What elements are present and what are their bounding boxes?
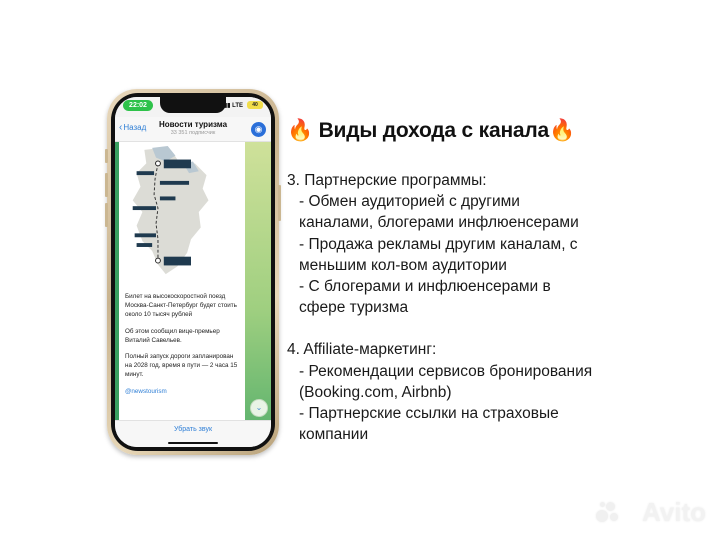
- channel-avatar[interactable]: ◉: [251, 122, 266, 137]
- status-time: 22:02: [123, 100, 153, 111]
- slide-title: 🔥 Виды дохода с канала🔥: [287, 119, 575, 142]
- chevron-down-icon: ⌄: [255, 403, 263, 412]
- mute-button[interactable]: Убрать звук: [173, 426, 213, 433]
- section-spacer: [287, 318, 592, 339]
- section-heading: 4. Affiliate-маркетинг:: [287, 341, 437, 359]
- avito-watermark: Avito: [641, 497, 706, 527]
- section-line: - Рекомендации сервисов бронирования: [299, 362, 593, 380]
- post-paragraph: Полный запуск дороги запланирован на 202…: [125, 353, 238, 379]
- section-line: сфере туризма: [299, 299, 409, 317]
- chevron-left-icon: ‹: [119, 122, 123, 133]
- section-line: (Booking.com, Airbnb): [299, 383, 452, 401]
- channel-title[interactable]: Новости туризма: [158, 120, 228, 129]
- phone-power-button: [278, 185, 281, 221]
- phone-mockup: 22:02 ▮▮▮ LTE 40 ‹Назад Новости туризма …: [105, 89, 281, 455]
- subscriber-count: 33 351 подписчик: [170, 130, 216, 136]
- section-line: меньшим кол-вом аудитории: [299, 256, 507, 274]
- channel-post[interactable]: Билет на высокоскоростной поезд Москва-С…: [119, 142, 245, 421]
- channel-mention-link[interactable]: @newstourism: [125, 387, 167, 395]
- post-paragraph: Об этом сообщил вице-премьер Виталий Сав…: [125, 327, 220, 344]
- phone-side-button: [105, 149, 108, 163]
- home-indicator: [168, 442, 218, 444]
- bottom-bar: Убрать звук: [115, 420, 271, 447]
- chat-left-strip: [115, 142, 119, 421]
- section-heading: 3. Партнерские программы:: [287, 172, 487, 189]
- back-button[interactable]: ‹Назад: [119, 122, 146, 133]
- back-label: Назад: [123, 123, 147, 132]
- section-line: каналами, блогерами инфлюенсерами: [299, 214, 579, 232]
- post-text: Билет на высокоскоростной поезд Москва-С…: [125, 292, 241, 403]
- phone-screen: 22:02 ▮▮▮ LTE 40 ‹Назад Новости туризма …: [115, 97, 271, 447]
- network-type: LTE: [232, 103, 243, 109]
- status-bar: 22:02 ▮▮▮ LTE 40: [115, 97, 271, 117]
- signal-bars-icon: ▮▮▮: [220, 103, 233, 109]
- post-paragraph: Билет на высокоскоростной поезд Москва-С…: [125, 293, 237, 319]
- channel-header: ‹Назад Новости туризма 33 351 подписчик …: [115, 117, 271, 142]
- phone-notch: [160, 97, 226, 113]
- phone-volume-up: [105, 173, 108, 197]
- chat-area[interactable]: Билет на высокоскоростной поезд Москва-С…: [115, 142, 271, 421]
- section-line: - С блогерами и инфлюенсерами в: [299, 278, 551, 296]
- section-line: - Продажа рекламы другим каналам, с: [299, 235, 578, 253]
- section-line: - Обмен аудиторией с другими: [299, 193, 520, 211]
- signal-indicator: ▮▮▮ LTE: [221, 102, 243, 109]
- slide-body: 3. Партнерские программы: - Обмен аудито…: [287, 170, 592, 445]
- section-line: - Партнерские ссылки на страховые: [299, 405, 559, 423]
- globe-icon: ◉: [254, 124, 263, 134]
- battery-icon: 40: [247, 101, 263, 109]
- scroll-down-button[interactable]: ⌄: [250, 399, 268, 417]
- section-line: компании: [299, 426, 369, 444]
- phone-volume-down: [105, 203, 108, 227]
- route-map-image[interactable]: [123, 144, 220, 280]
- avito-logo-icon: [596, 502, 622, 524]
